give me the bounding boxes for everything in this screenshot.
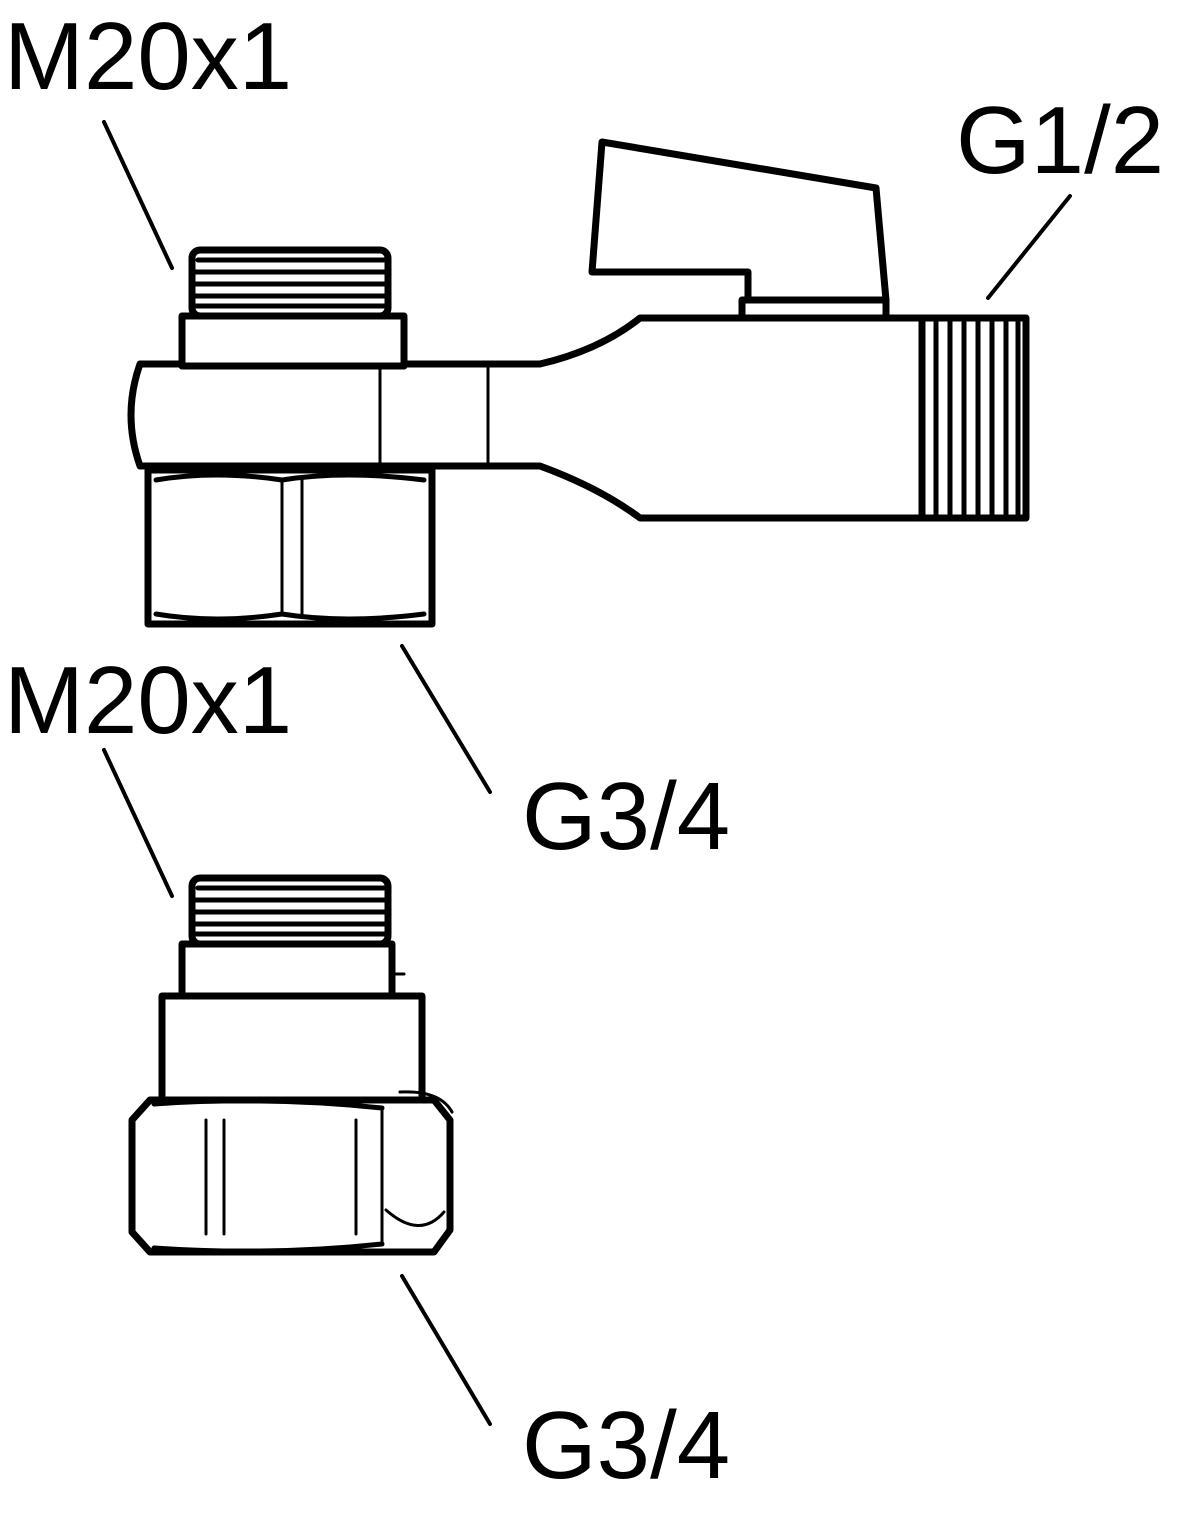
valve-assembly xyxy=(127,138,1030,628)
top-thread-m20 xyxy=(178,246,408,370)
leader-top-thread xyxy=(102,120,174,270)
bottom-thread-m20 xyxy=(178,874,396,1004)
top-hex-nut xyxy=(144,466,436,628)
adapter-assembly xyxy=(128,874,454,1256)
leader-bottom-nut xyxy=(400,1274,492,1426)
label-outlet-thread: G1/2 xyxy=(956,87,1164,194)
leader-top-nut xyxy=(400,644,492,794)
bottom-hex-nut xyxy=(128,1090,454,1256)
leader-bottom-thread xyxy=(102,748,174,898)
label-top-nut-thread: G3/4 xyxy=(522,763,730,870)
leader-outlet-thread xyxy=(986,194,1072,300)
adapter-collar xyxy=(158,992,426,1104)
outlet-thread xyxy=(918,314,1030,522)
label-bottom-nut-thread: G3/4 xyxy=(522,1392,730,1499)
label-top-thread: M20x1 xyxy=(4,3,292,110)
ball-valve-handle xyxy=(588,138,890,304)
label-bottom-thread: M20x1 xyxy=(4,647,292,754)
